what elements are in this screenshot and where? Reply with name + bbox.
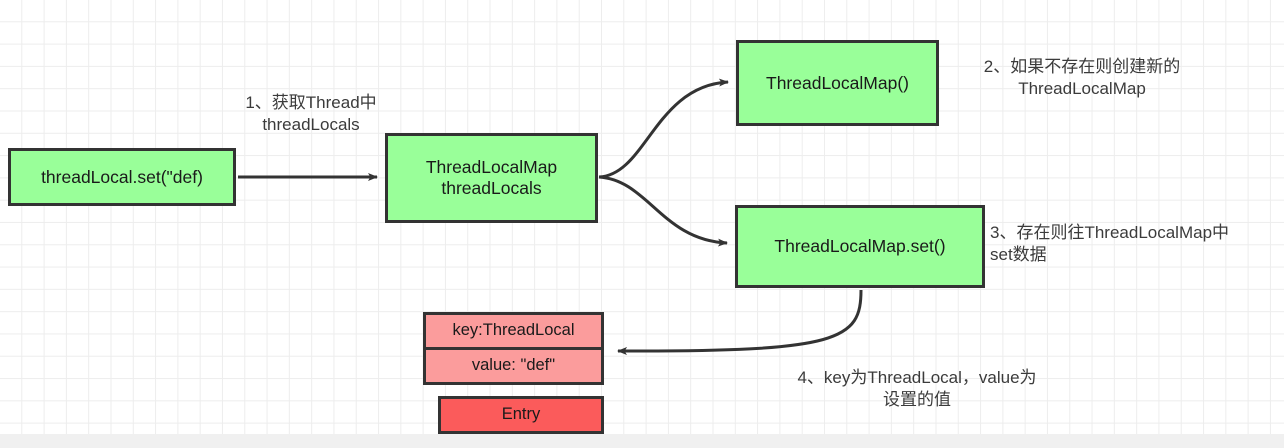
node-threadlocalmap-set[interactable]: ThreadLocalMap.set() xyxy=(735,205,985,288)
arrow-threadlocals-to-set xyxy=(598,175,728,247)
arrow-threadlocals-to-ctor xyxy=(598,78,729,179)
bottom-strip xyxy=(0,434,1284,448)
entry-key-row[interactable]: key:ThreadLocal xyxy=(423,312,604,350)
node-threadlocal-set[interactable]: threadLocal.set("def) xyxy=(8,148,236,206)
entry-label-row[interactable]: Entry xyxy=(438,396,604,434)
node-threadlocalmap-constructor[interactable]: ThreadLocalMap() xyxy=(736,40,939,126)
arrow-set-to-entry xyxy=(617,289,863,356)
annotation-step-1: 1、获取Thread中 threadLocals xyxy=(245,93,377,135)
annotation-step-3: 3、存在则往ThreadLocalMap中 set数据 xyxy=(990,223,1230,265)
entry-value-row[interactable]: value: "def" xyxy=(423,347,604,385)
annotation-step-2: 2、如果不存在则创建新的 ThreadLocalMap xyxy=(983,57,1181,99)
node-threadlocalmap-threadlocals[interactable]: ThreadLocalMap threadLocals xyxy=(385,133,598,223)
annotation-step-4: 4、key为ThreadLocal，value为 设置的值 xyxy=(797,368,1037,410)
